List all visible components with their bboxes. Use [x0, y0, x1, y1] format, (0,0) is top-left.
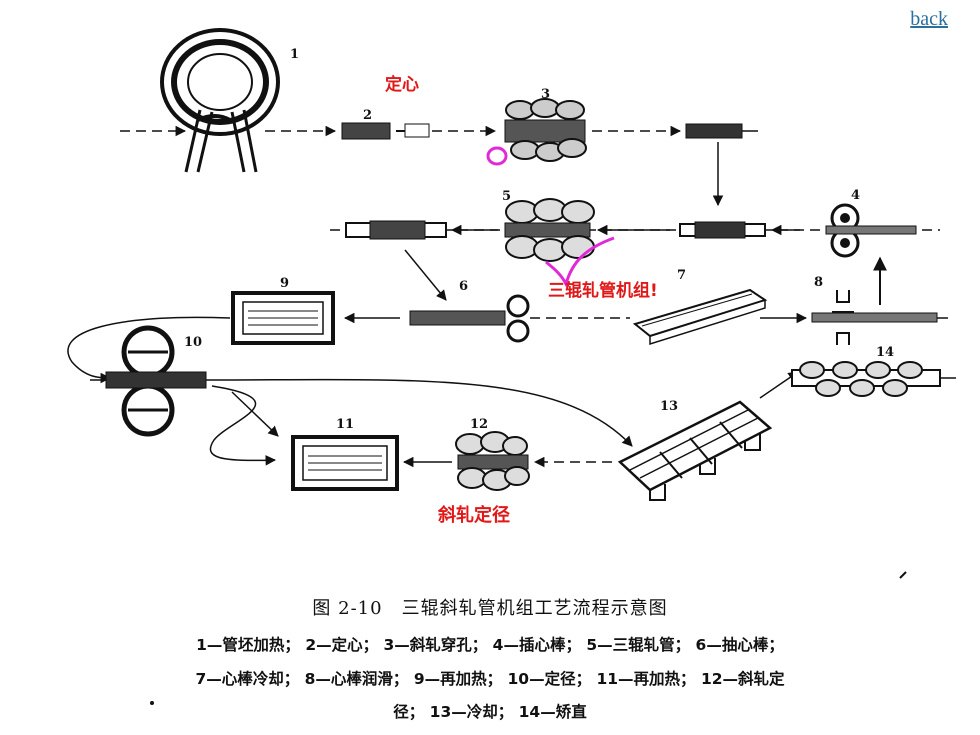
label-number-7: 7	[677, 268, 686, 283]
label-number-11: 11	[336, 417, 354, 432]
label-number-8: 8	[814, 275, 823, 290]
equipment-14-straightener	[791, 361, 956, 397]
equipment-6-mandrel-extraction	[409, 294, 530, 343]
annotation-centering: 定心	[385, 75, 419, 95]
rolled-tube-row2	[345, 220, 447, 240]
label-number-13: 13	[660, 399, 678, 414]
stray-mark	[899, 571, 907, 579]
equipment-2-centering	[341, 122, 430, 140]
label-number-3: 3	[541, 87, 550, 102]
label-number-10: 10	[184, 335, 202, 350]
equipment-1-heating-furnace	[160, 28, 280, 173]
tube-with-mandrel-row2	[679, 221, 766, 239]
annotation-three-roll-mill: 三辊轧管机组!	[548, 281, 658, 301]
label-number-1: 1	[290, 47, 299, 62]
annotation-circle-mark	[486, 146, 508, 166]
label-number-4: 4	[851, 188, 860, 203]
label-number-5: 5	[502, 189, 511, 204]
annotation-skew-sizing: 斜轧定径	[438, 505, 510, 526]
label-number-14: 14	[876, 345, 894, 360]
annotation-hook-mark	[545, 236, 615, 289]
equipment-7-mandrel-cooling	[632, 288, 768, 346]
figure-title: 图 2-10 三辊斜轧管机组工艺流程示意图	[312, 598, 668, 619]
legend-line-2: 7—心棒冷却； 8—心棒润滑； 9—再加热； 10—定径； 11—再加热； 12…	[195, 670, 785, 688]
label-number-6: 6	[459, 279, 468, 294]
label-number-2: 2	[363, 108, 372, 123]
legend-line-1: 1—管坯加热； 2—定心； 3—斜轧穿孔； 4—插心棒； 5—三辊轧管； 6—抽…	[196, 636, 784, 654]
equipment-13-cooling-bed	[617, 400, 773, 501]
equipment-5-three-roll-mill	[504, 198, 595, 262]
back-link[interactable]: back	[910, 8, 948, 30]
stray-dot	[150, 701, 154, 705]
equipment-3-piercing-mill	[504, 98, 587, 162]
legend-line-3: 径； 13—冷却； 14—矫直	[393, 703, 587, 721]
pierced-shell-row1	[685, 123, 743, 139]
equipment-4-mandrel-insert	[825, 203, 917, 258]
equipment-9-reheating-furnace	[231, 291, 335, 345]
label-number-9: 9	[280, 276, 289, 291]
equipment-12-skew-sizing	[455, 431, 530, 491]
equipment-8-mandrel-lubrication	[811, 290, 938, 345]
label-number-12: 12	[470, 417, 488, 432]
equipment-10-sizing-mill	[90, 325, 207, 437]
equipment-11-reheating-furnace	[291, 435, 399, 491]
